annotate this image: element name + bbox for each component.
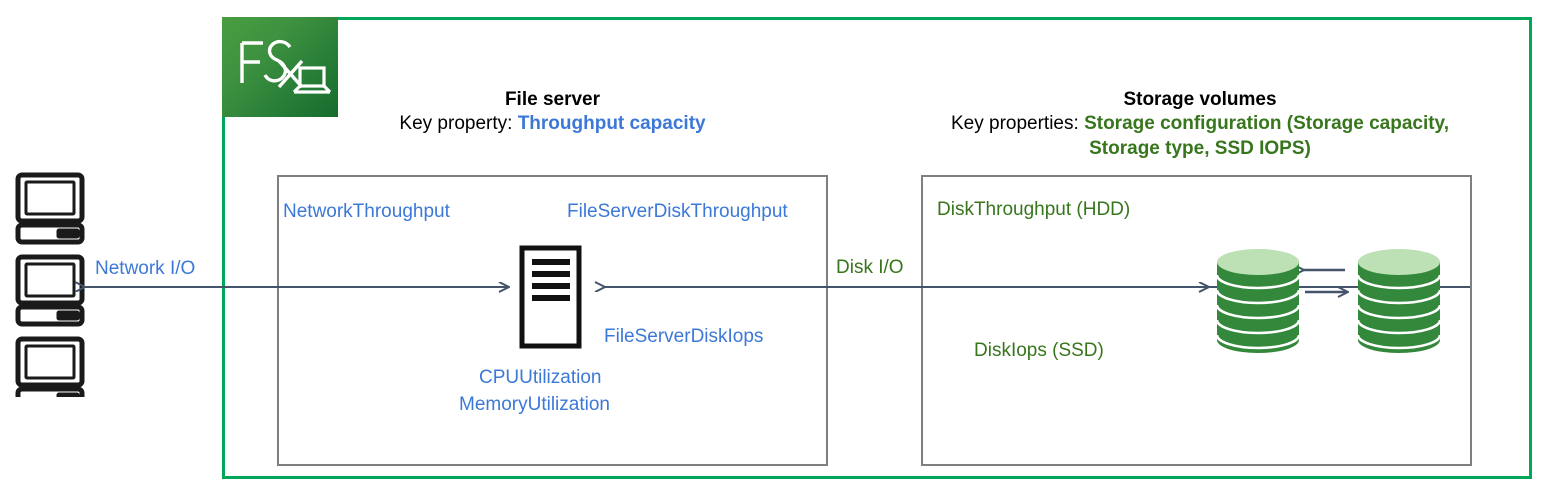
file-server-box	[277, 175, 828, 466]
metric-disk-iops-ssd: DiskIops (SSD)	[974, 340, 1104, 361]
storage-volumes-key-label: Key properties:	[950, 113, 1085, 135]
computer-icon	[15, 172, 85, 397]
storage-volumes-key-properties: Key properties: Storage configuration (S…	[930, 112, 1470, 161]
label-network-io: Network I/O	[95, 258, 196, 279]
storage-volumes-box	[921, 175, 1472, 466]
storage-cylinders-group	[1210, 248, 1450, 363]
fsx-service-logo	[222, 17, 338, 117]
metric-disk-throughput-hdd: DiskThroughput (HDD)	[937, 199, 1131, 220]
storage-volumes-key-value: Storage configuration (Storage capacity,…	[1084, 113, 1449, 159]
file-server-key-value: Throughput capacity	[517, 113, 706, 135]
database-cylinder-icon	[1215, 249, 1442, 353]
metric-cpu-utilization: CPUUtilization	[479, 367, 602, 388]
storage-volumes-heading: Storage volumes Key properties: Storage …	[930, 88, 1470, 161]
file-server-key-label: Key property:	[399, 113, 518, 135]
label-disk-io: Disk I/O	[836, 257, 904, 278]
metric-memory-utilization: MemoryUtilization	[459, 394, 610, 415]
storage-volumes-title: Storage volumes	[1123, 89, 1277, 110]
fsx-service-boundary	[222, 17, 1532, 479]
server-icon	[519, 245, 582, 349]
metric-file-server-disk-throughput: FileServerDiskThroughput	[567, 201, 788, 222]
file-server-key-property: Key property: Throughput capacity	[380, 112, 725, 136]
fsx-laptop-icon	[240, 39, 332, 94]
metric-file-server-disk-iops: FileServerDiskIops	[604, 326, 764, 347]
file-server-heading: File server Key property: Throughput cap…	[380, 88, 725, 137]
file-server-title: File server	[504, 89, 601, 110]
client-computers-group	[14, 172, 94, 397]
metric-network-throughput: NetworkThroughput	[283, 201, 450, 222]
